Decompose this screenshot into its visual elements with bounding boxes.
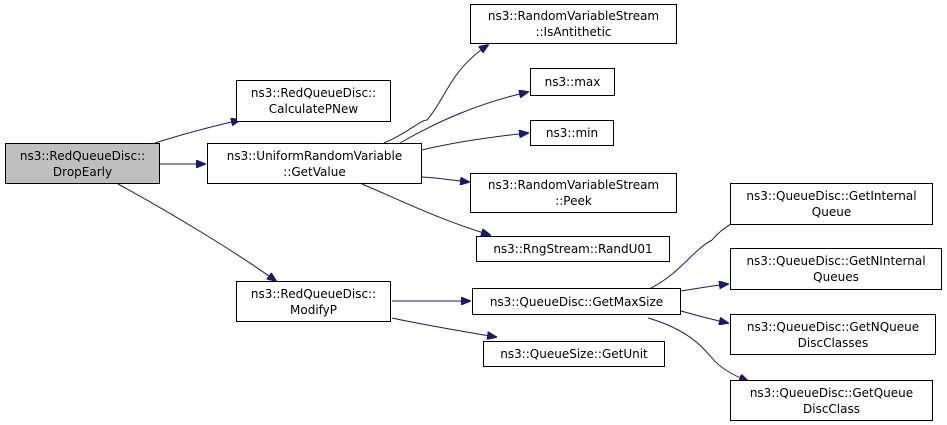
node-redqueuedisc-calculatepnew[interactable]: ns3::RedQueueDisc:: CalculatePNew — [236, 80, 391, 122]
node-label-line1: ns3::min — [545, 126, 599, 140]
node-label-line1: ns3::RedQueueDisc:: — [250, 86, 377, 100]
edge-getvalue-to-max — [399, 92, 528, 144]
edge-getvalue-to-isantithetic — [383, 45, 488, 144]
node-label-line1: ns3::RandomVariableStream — [487, 178, 660, 192]
edge-getvalue-to-min — [421, 133, 528, 151]
node-queuedisc-getninternalqueues[interactable]: ns3::QueueDisc::GetNInternal Queues — [730, 248, 942, 290]
node-label-line1: ns3::QueueDisc::GetNInternal — [746, 254, 926, 268]
node-ns3-max[interactable]: ns3::max — [530, 68, 615, 96]
node-label-line2: ::GetValue — [283, 164, 346, 179]
edge-getmaxsize-to-getnqueuediscclasses — [680, 310, 728, 323]
node-label-line1: ns3::RngStream::RandU01 — [493, 242, 653, 256]
edge-getmaxsize-to-getninternalqueues — [680, 284, 728, 292]
node-randomvariablestream-peek[interactable]: ns3::RandomVariableStream ::Peek — [470, 173, 677, 213]
node-label-line2: DiscClasses — [797, 335, 869, 350]
node-label-line2: ::IsAntithetic — [535, 25, 612, 39]
node-label-line1: ns3::QueueDisc::GetMaxSize — [489, 294, 664, 309]
edge-dropearly-to-calculatepnew — [154, 120, 240, 144]
node-redqueuedisc-modifyp[interactable]: ns3::RedQueueDisc:: ModifyP — [236, 281, 391, 322]
node-label-line2: DropEarly — [52, 164, 113, 179]
node-label-line1: ns3::RandomVariableStream — [487, 9, 660, 23]
node-label-line1: ns3::max — [544, 75, 601, 89]
node-label-line2: Queues — [813, 270, 859, 284]
edge-modifyp-to-getunit — [391, 317, 496, 337]
node-label-line1: ns3::QueueDisc::GetQueue — [749, 385, 914, 400]
node-label-line1: ns3::RedQueueDisc:: — [19, 148, 146, 163]
node-randomvariablestream-isantithetic[interactable]: ns3::RandomVariableStream ::IsAntithetic — [470, 4, 677, 44]
node-label-line1: ns3::UniformRandomVariable — [226, 148, 403, 163]
node-label-line2: Queue — [811, 205, 852, 219]
edge-getvalue-to-peek — [421, 176, 469, 182]
node-ns3-min[interactable]: ns3::min — [530, 120, 614, 146]
node-label-line1: ns3::QueueDisc::GetNQueue — [746, 319, 920, 334]
edge-getmaxsize-to-getqueuediscclass — [647, 317, 748, 381]
node-label-line1: ns3::QueueSize::GetUnit — [500, 347, 648, 361]
node-queuedisc-getinternalqueue[interactable]: ns3::QueueDisc::GetInternal Queue — [730, 183, 933, 225]
node-label-line1: ns3::QueueDisc::GetInternal — [746, 189, 917, 203]
node-label-line2: ::Peek — [555, 194, 592, 208]
node-queuedisc-getmaxsize[interactable]: ns3::QueueDisc::GetMaxSize — [472, 288, 681, 315]
node-label-line2: CalculatePNew — [268, 102, 359, 116]
node-label-line1: ns3::RedQueueDisc:: — [250, 286, 377, 301]
node-label-line2: ModifyP — [290, 302, 337, 317]
node-queuedisc-getnqueuediscclasses[interactable]: ns3::QueueDisc::GetNQueue DiscClasses — [730, 314, 936, 355]
node-uniformrandomvariable-getvalue[interactable]: ns3::UniformRandomVariable ::GetValue — [207, 143, 422, 184]
node-queuedisc-getqueuediscclass[interactable]: ns3::QueueDisc::GetQueue DiscClass — [730, 380, 933, 421]
edge-getvalue-to-randu01 — [361, 183, 490, 235]
node-redqueuedisc-dropearly[interactable]: ns3::RedQueueDisc:: DropEarly — [5, 143, 160, 184]
node-label-line2: DiscClass — [803, 401, 860, 416]
edge-dropearly-to-modifyp — [117, 183, 276, 281]
node-rngstream-randu01[interactable]: ns3::RngStream::RandU01 — [476, 236, 670, 262]
node-queuesize-getunit[interactable]: ns3::QueueSize::GetUnit — [483, 341, 665, 367]
